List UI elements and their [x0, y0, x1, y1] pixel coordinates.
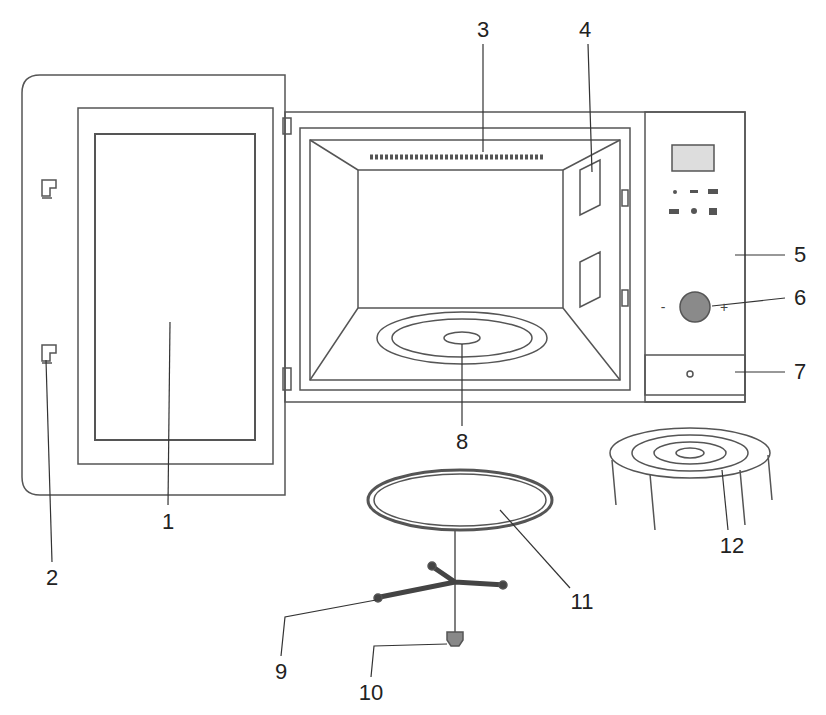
cavity-frame — [300, 128, 630, 390]
latch-hole — [580, 160, 600, 215]
hook — [42, 180, 56, 198]
knob — [680, 292, 710, 322]
callout-number: 11 — [571, 591, 594, 613]
callout-number: 1 — [162, 511, 174, 533]
grill-rack — [610, 428, 772, 530]
glass-plate — [368, 470, 552, 530]
callout-number: 4 — [579, 19, 591, 41]
hook — [42, 345, 56, 363]
callout-number: 7 — [794, 361, 806, 383]
leader-lines — [46, 44, 785, 677]
callout-number: 5 — [794, 244, 806, 266]
callout-number: 8 — [456, 431, 468, 453]
roller — [428, 562, 436, 570]
control-panel — [645, 112, 745, 402]
oven-body — [285, 112, 745, 402]
callout-number: 3 — [477, 19, 489, 41]
hinge — [283, 118, 291, 134]
switch — [622, 190, 628, 206]
roller — [499, 581, 507, 589]
coupler — [447, 632, 463, 646]
cavity-back — [358, 170, 563, 308]
button-icons — [669, 189, 718, 215]
turntable-shaft — [444, 332, 480, 344]
callout-number: 10 — [359, 682, 383, 704]
latch-hole — [580, 252, 600, 307]
callout-number: 9 — [275, 661, 287, 683]
callout-number: 12 — [720, 535, 744, 557]
door — [22, 75, 285, 495]
callout-number: 2 — [46, 567, 58, 589]
roller-ring — [375, 565, 505, 598]
door-button — [645, 355, 745, 395]
door-frame — [78, 108, 273, 464]
display — [672, 145, 714, 171]
knob-sign: - — [661, 300, 666, 314]
button-icon — [687, 371, 693, 377]
callout-number: 6 — [794, 287, 806, 309]
roller — [374, 594, 382, 602]
cavity — [310, 140, 620, 380]
cavity-edges — [310, 140, 620, 380]
glass-plate — [374, 474, 546, 526]
hinge — [283, 368, 291, 390]
door-window — [95, 134, 255, 440]
switch — [622, 290, 628, 306]
grill-element — [370, 155, 545, 160]
knob-sign: + — [720, 300, 728, 314]
